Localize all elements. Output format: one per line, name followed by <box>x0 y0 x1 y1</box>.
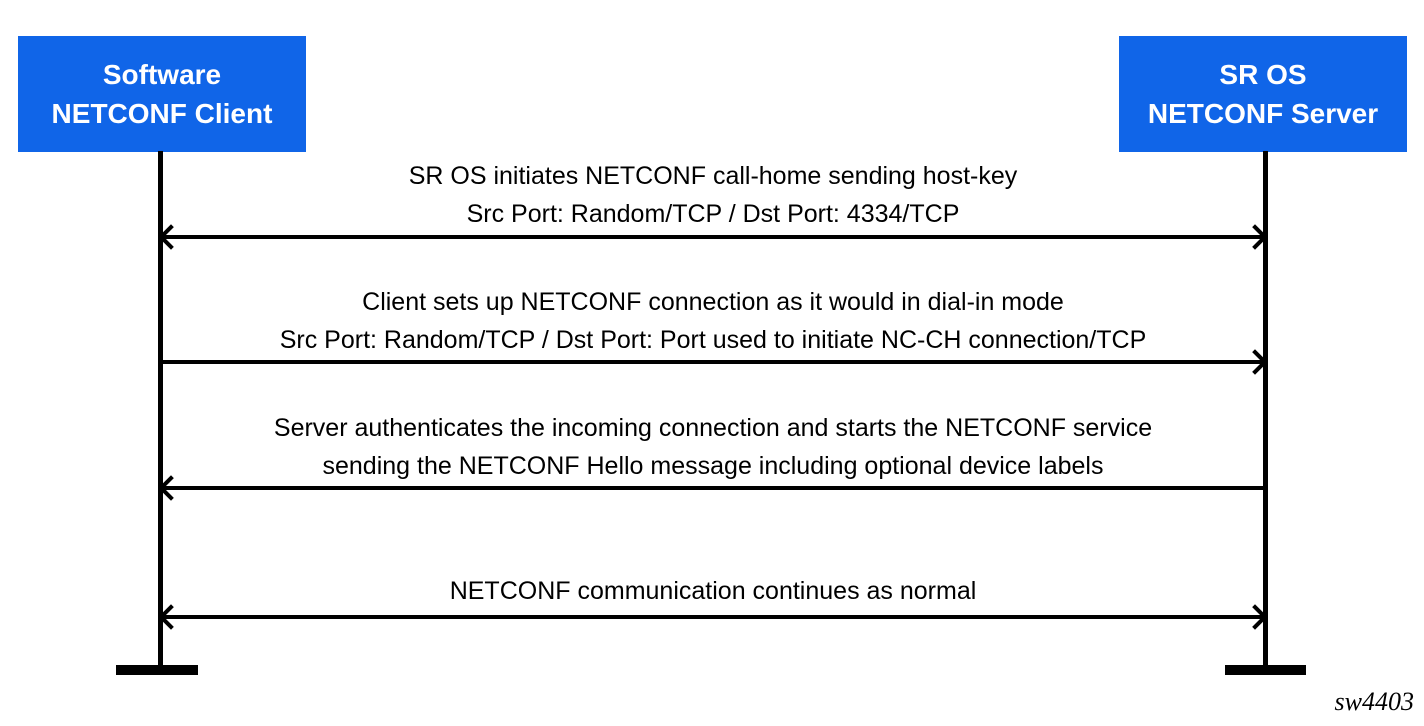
lifeline-client <box>158 151 163 670</box>
message-1-line-1: SR OS initiates NETCONF call-home sendin… <box>408 162 1018 190</box>
message-1-label: SR OS initiates NETCONF call-home sendin… <box>160 157 1266 233</box>
lifeline-end-bar-client <box>116 665 198 675</box>
message-4-line-1: NETCONF communication continues as norma… <box>449 577 977 605</box>
message-2-label: Client sets up NETCONF connection as it … <box>160 283 1266 359</box>
message-2-line-1: Client sets up NETCONF connection as it … <box>362 288 1064 316</box>
actor-box-netconf-client: Software NETCONF Client <box>18 36 306 152</box>
lifeline-server <box>1263 151 1268 670</box>
message-1-line-2: Src Port: Random/TCP / Dst Port: 4334/TC… <box>466 200 960 228</box>
message-2-line-2: Src Port: Random/TCP / Dst Port: Port us… <box>279 326 1147 354</box>
message-3-line-1: Server authenticates the incoming connec… <box>273 414 1153 442</box>
figure-watermark: sw4403 <box>1334 687 1414 716</box>
lifeline-end-bar-server <box>1225 665 1306 675</box>
message-2-arrow <box>160 349 1268 375</box>
message-3-line-2: sending the NETCONF Hello message includ… <box>322 452 1104 480</box>
message-3-arrow <box>158 475 1266 501</box>
message-1-arrow <box>158 224 1268 250</box>
message-3-label: Server authenticates the incoming connec… <box>160 409 1266 485</box>
message-4-label: NETCONF communication continues as norma… <box>160 572 1266 610</box>
message-4-arrow <box>158 604 1268 630</box>
actor-box-netconf-server: SR OS NETCONF Server <box>1119 36 1407 152</box>
